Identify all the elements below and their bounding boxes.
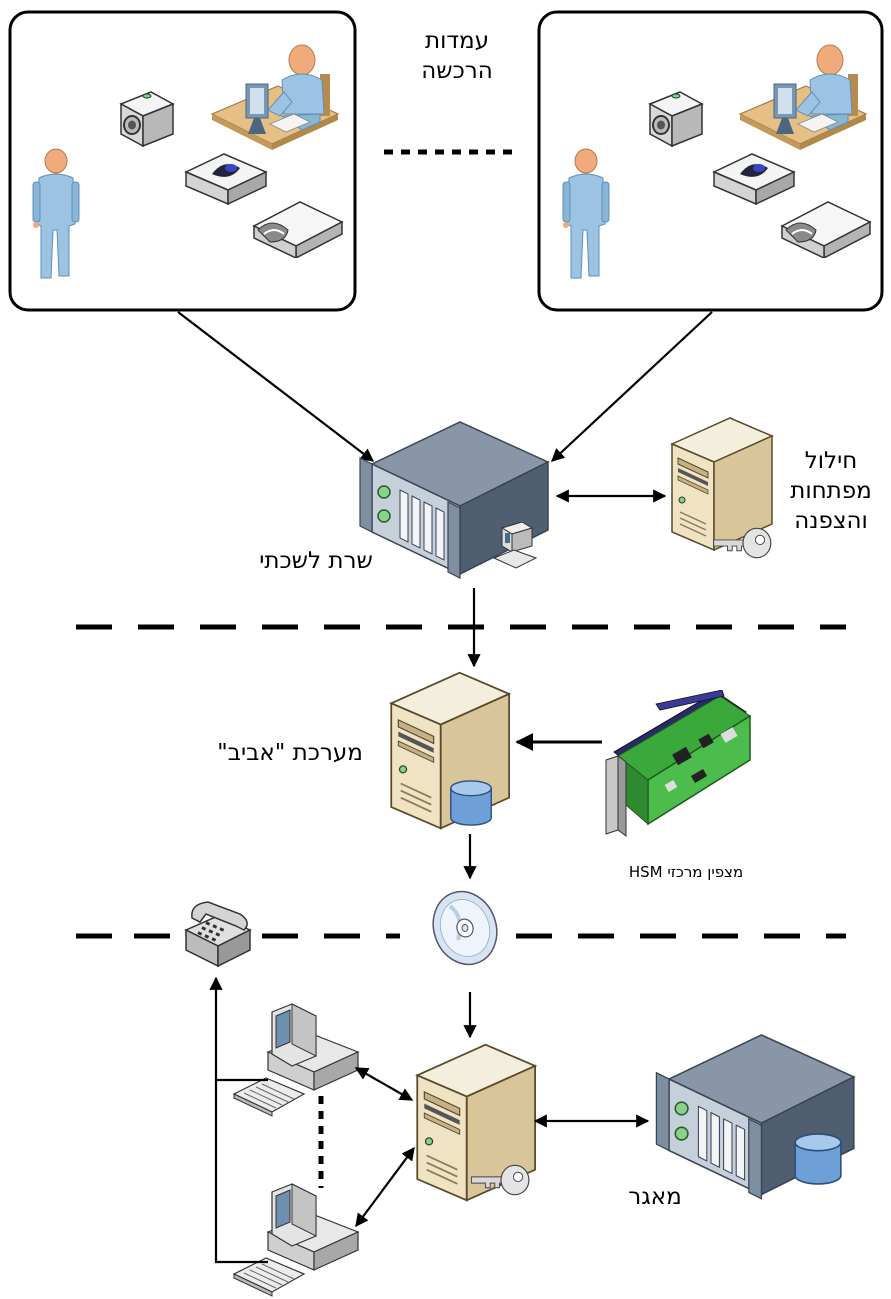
- arrow-pc-bottom-server: [355, 1146, 415, 1228]
- phone-connection-line: [214, 1078, 268, 1264]
- database-icon: [794, 1133, 842, 1185]
- key-label-line3: והצפנה: [794, 508, 868, 534]
- layer-server-label: שרת לשכתי: [259, 548, 373, 574]
- hsm-label: מצפין מרכזי HSM: [628, 863, 744, 881]
- key-label-line2: מפתחות: [790, 478, 872, 504]
- desktop-pc-icon: [233, 1003, 359, 1117]
- desktop-pc-icon: [233, 1183, 359, 1297]
- key-label-line1: חילול: [804, 448, 858, 474]
- aviv-system-label: מערכת "אביב": [217, 740, 363, 766]
- arrow-left-station-to-server: [177, 311, 375, 462]
- registration-label-line1: עמדות: [425, 28, 489, 54]
- key-generation-label: חילול מפתחות והצפנה: [772, 446, 890, 536]
- cd-disc-icon: [430, 888, 500, 968]
- repository-label: מאגר: [628, 1184, 682, 1210]
- database-icon: [450, 780, 492, 826]
- camera-icon: [649, 91, 703, 147]
- registration-label-line2: הרכשה: [421, 58, 493, 84]
- camera-icon: [120, 91, 174, 147]
- arrow-pc-top-server: [354, 1067, 414, 1101]
- arrow-right-station-to-server: [551, 311, 713, 462]
- telephone-icon: [185, 901, 251, 967]
- hsm-card-icon: [605, 690, 751, 837]
- registration-stations-label: עמדות הרכשה: [392, 26, 522, 86]
